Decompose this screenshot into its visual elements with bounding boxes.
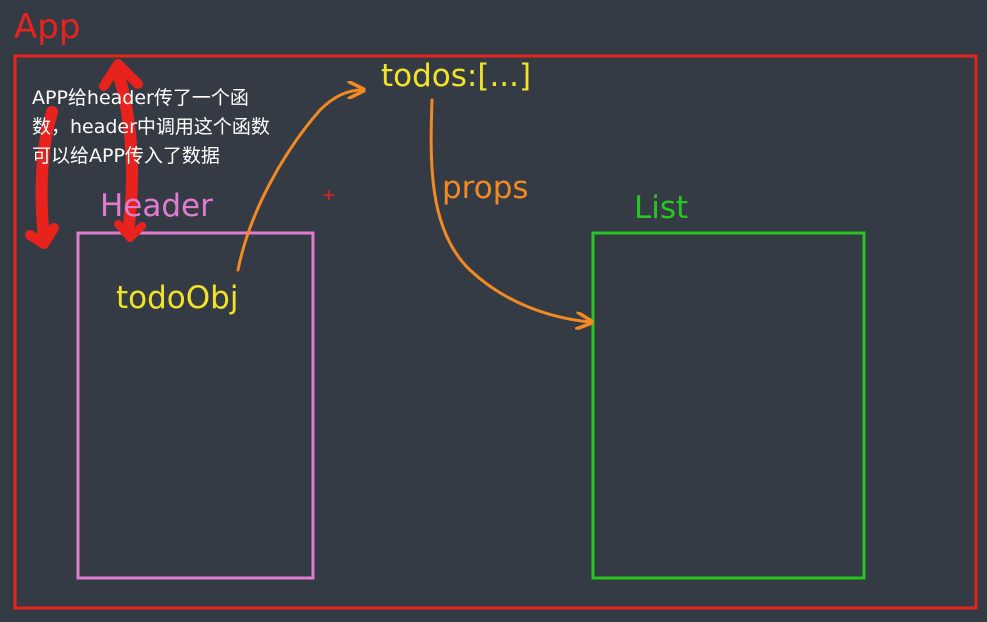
list-label: List	[634, 190, 689, 226]
crosshair-icon	[324, 190, 334, 200]
props-label: props	[442, 170, 529, 206]
app-label: App	[14, 7, 81, 47]
todoobj-to-todos-arrow	[236, 90, 362, 272]
red-double-arrow-icon	[25, 59, 146, 249]
header-box	[76, 231, 315, 580]
header-label: Header	[100, 188, 213, 224]
list-box	[591, 231, 866, 580]
annotation-note: APP给header传了一个函数，header中调用这个函数可以给APP传入了数…	[32, 87, 270, 167]
todos-to-list-arrow	[429, 98, 590, 322]
todos-state-label: todos:[...]	[381, 58, 532, 94]
app-box	[13, 54, 978, 610]
todoobj-label: todoObj	[116, 280, 239, 316]
